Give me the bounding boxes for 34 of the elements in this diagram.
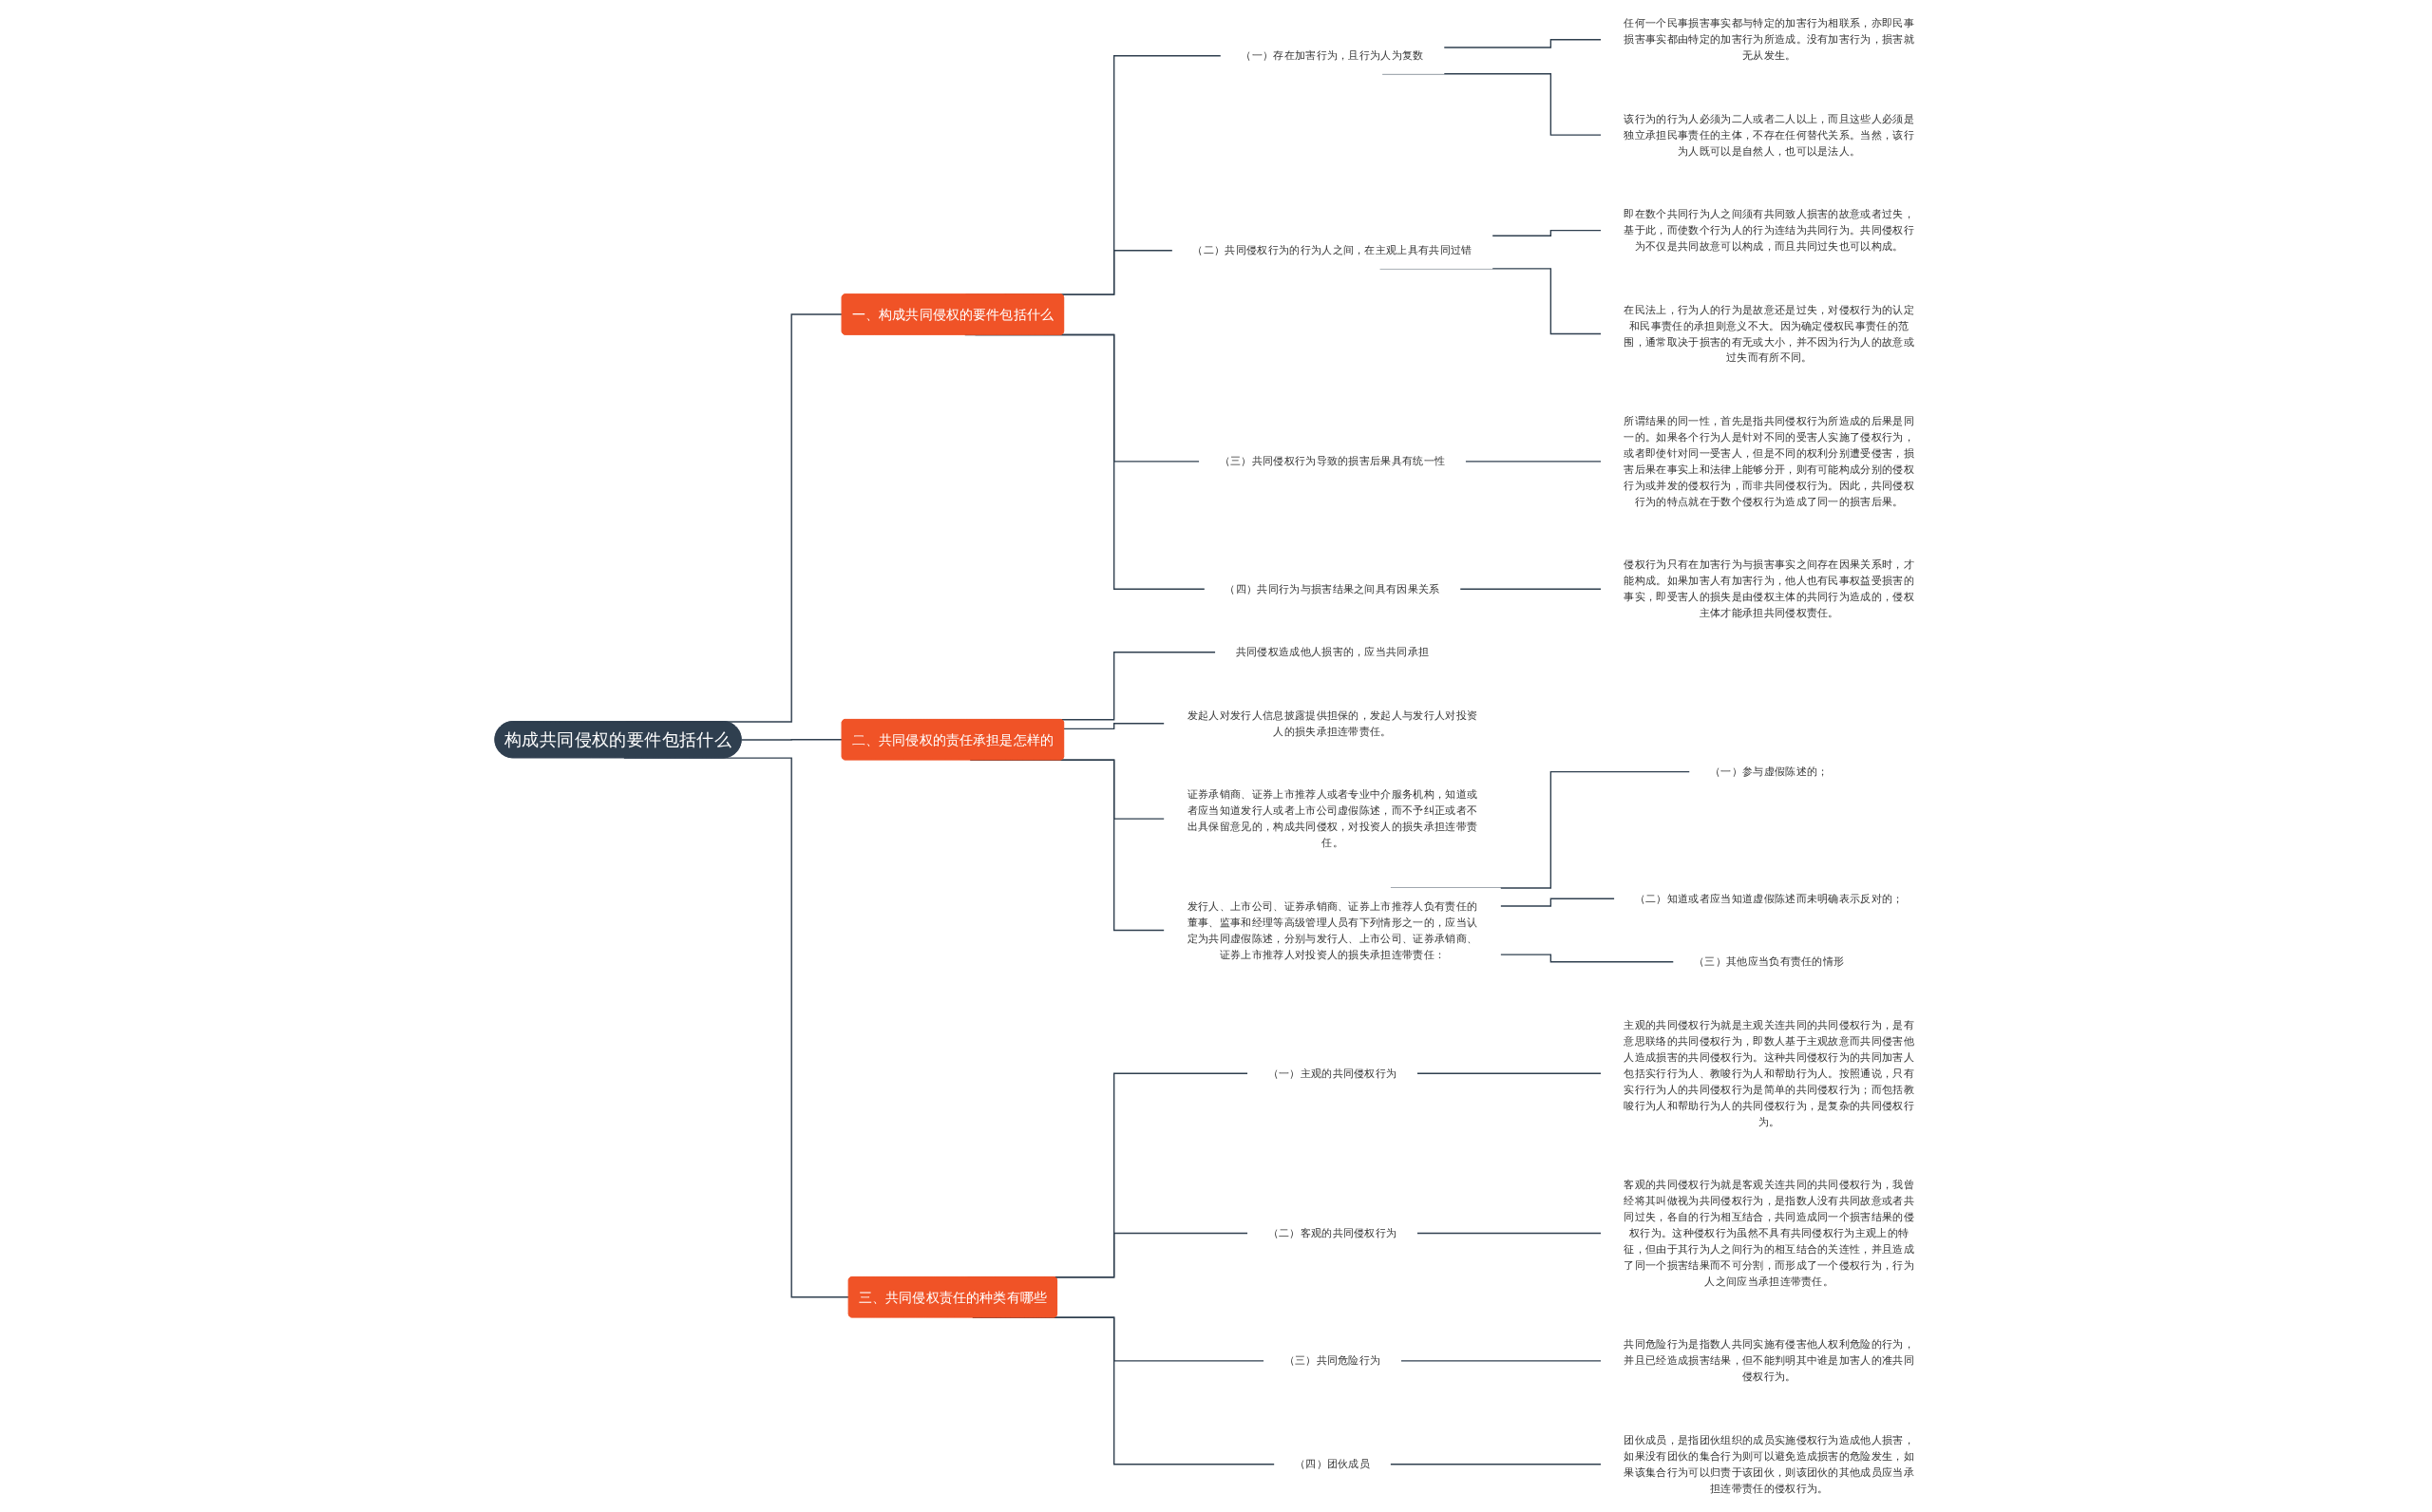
node-text: 主观的共同侵权行为就是主观关连共同的共同侵权行为，是有意思联络的共同侵权行为，即数人基于主观故意而共同侵害他人造成损害的共同侵权行为。这种共同侵权行为的共同加害人包括实行行为人、教唆行为人和帮助行为人。按照通说，只有实行行为人的共同侵权行为是简单的共同侵权行为；而包括教唆行为人和帮助行为人的共同侵权行为，是复杂的共同侵权行为。	[1624, 1018, 1914, 1128]
connector	[1416, 1232, 1603, 1235]
connector	[1464, 461, 1603, 463]
node-text: 任何一个民事损害事实都与特定的加害行为相联系，亦即民事损害事实都由特定的加害行为所造成。没有加害行为，损害就无从发生。	[1624, 16, 1914, 63]
node-text: 所谓结果的同一性，首先是指共同侵权行为所造成的后果是同一的。如果各个行为人是针对不同的受害人实施了侵权行为，或者即使针对同一受害人，但是不同的权利分别遭受侵害，损害后果在事实上和法律上能够分开，则有可能构成分别的侵权行为或并发的侵权行为，而非共同侵权行为。因此，共同侵权行为的特点就在于数个侵权行为造成了同一的损害后果。	[1624, 414, 1914, 508]
connector	[1492, 229, 1603, 236]
connector	[1399, 1360, 1603, 1362]
node-text: （四）团伙成员	[1294, 1457, 1371, 1471]
node-text: 侵权行为只有在加害行为与损害事实之间存在因果关系时，才能构成。如果加害人有加害行为，他人也有民事权益受损害的事实，即受害人的损失是由侵权主体的共同行为造成的，侵权主体才能承担共同侵权责任。	[1624, 558, 1914, 620]
connector	[1499, 898, 1616, 907]
node-text: （四）共同行为与损害结果之间具有因果关系	[1225, 582, 1440, 595]
node-text: 发起人对发行人信息披露提供担保的，发起人与发行人对投资人的损失承担连带责任。	[1187, 709, 1478, 738]
connector	[1063, 723, 1166, 730]
connector	[1459, 588, 1603, 590]
connector	[1443, 39, 1603, 48]
node-text: 共同危险行为是指数人共同实施有侵害他人权利危险的行为，并且已经造成损害结果，但不能判明其中谁是加害人的准共同侵权行为。	[1624, 1337, 1914, 1384]
node-text: （二）知道或者应当知道虚假陈述而未明确表示反对的；	[1634, 892, 1904, 905]
node-text: 客观的共同侵权行为就是客观关连共同的共同侵权行为，我曾经将其叫做视为共同侵权行为，是指数人没有共同故意或者共同过失，各自的行为相互结合，共同造成同一个损害结果的侵权行为。这种侵权行为虽然不具有共同侵权行为主观上的特征，但由于其行为人之间行为的相互结合的关连性，并且造成了同一个损害结果而不可分割，而形成了一个侵权行为，行为人之间应当承担连带责任。	[1624, 1178, 1914, 1288]
node-text: （三）共同侵权行为导致的损害后果具有统一性	[1219, 454, 1446, 468]
node-text: （一）参与虚假陈述的；	[1709, 765, 1829, 778]
connector	[740, 738, 844, 741]
node-text: 证券承销商、证券上市推荐人或者专业中介服务机构，知道或者应当知道发行人或者上市公司虚假陈述，而不予纠正或者不出具保留意见的，构成共同侵权，对投资人的损失承担连带责任。	[1187, 787, 1478, 849]
node-text: 团伙成员，是指团伙组织的成员实施侵权行为造成他人损害，如果没有团伙的集合行为则可以避免造成损害的危险发生，如果该集合行为可以归责于该团伙，则该团伙的其他成员应当承担连带责任的侵权行为。	[1624, 1433, 1914, 1495]
node-text: （一）主观的共同侵权行为	[1267, 1067, 1397, 1080]
node-text: （三）其他应当负有责任的情形	[1694, 954, 1845, 969]
connector	[1416, 1072, 1603, 1074]
node-text: （二）客观的共同侵权行为	[1267, 1226, 1397, 1239]
node-text: 在民法上，行为人的行为是故意还是过失，对侵权行为的认定和民事责任的承担则意义不大。因为确定侵权民事责任的范围，通常取决于损害的有无或大小，并不因为行为人的故意或过失而有所不同。	[1624, 302, 1914, 365]
node-text: 即在数个共同行为人之间须有共同致人损害的故意或者过失，基于此，而使数个行为人的行为连结为共同行为。共同侵权行为不仅是共同故意可以构成，而且共同过失也可以构成。	[1624, 207, 1914, 253]
node-text: 共同侵权造成他人损害的，应当共同承担	[1235, 645, 1430, 659]
node-text: 该行为的行为人必须为二人或者二人以上，而且这些人必须是独立承担民事责任的主体，不存在任何替代关系。当然，该行为人既可以是自然人，也可以是法人。	[1624, 112, 1914, 158]
node-text: （三）共同危险行为	[1283, 1353, 1381, 1368]
connector	[1499, 954, 1675, 963]
connector	[1389, 1464, 1603, 1465]
